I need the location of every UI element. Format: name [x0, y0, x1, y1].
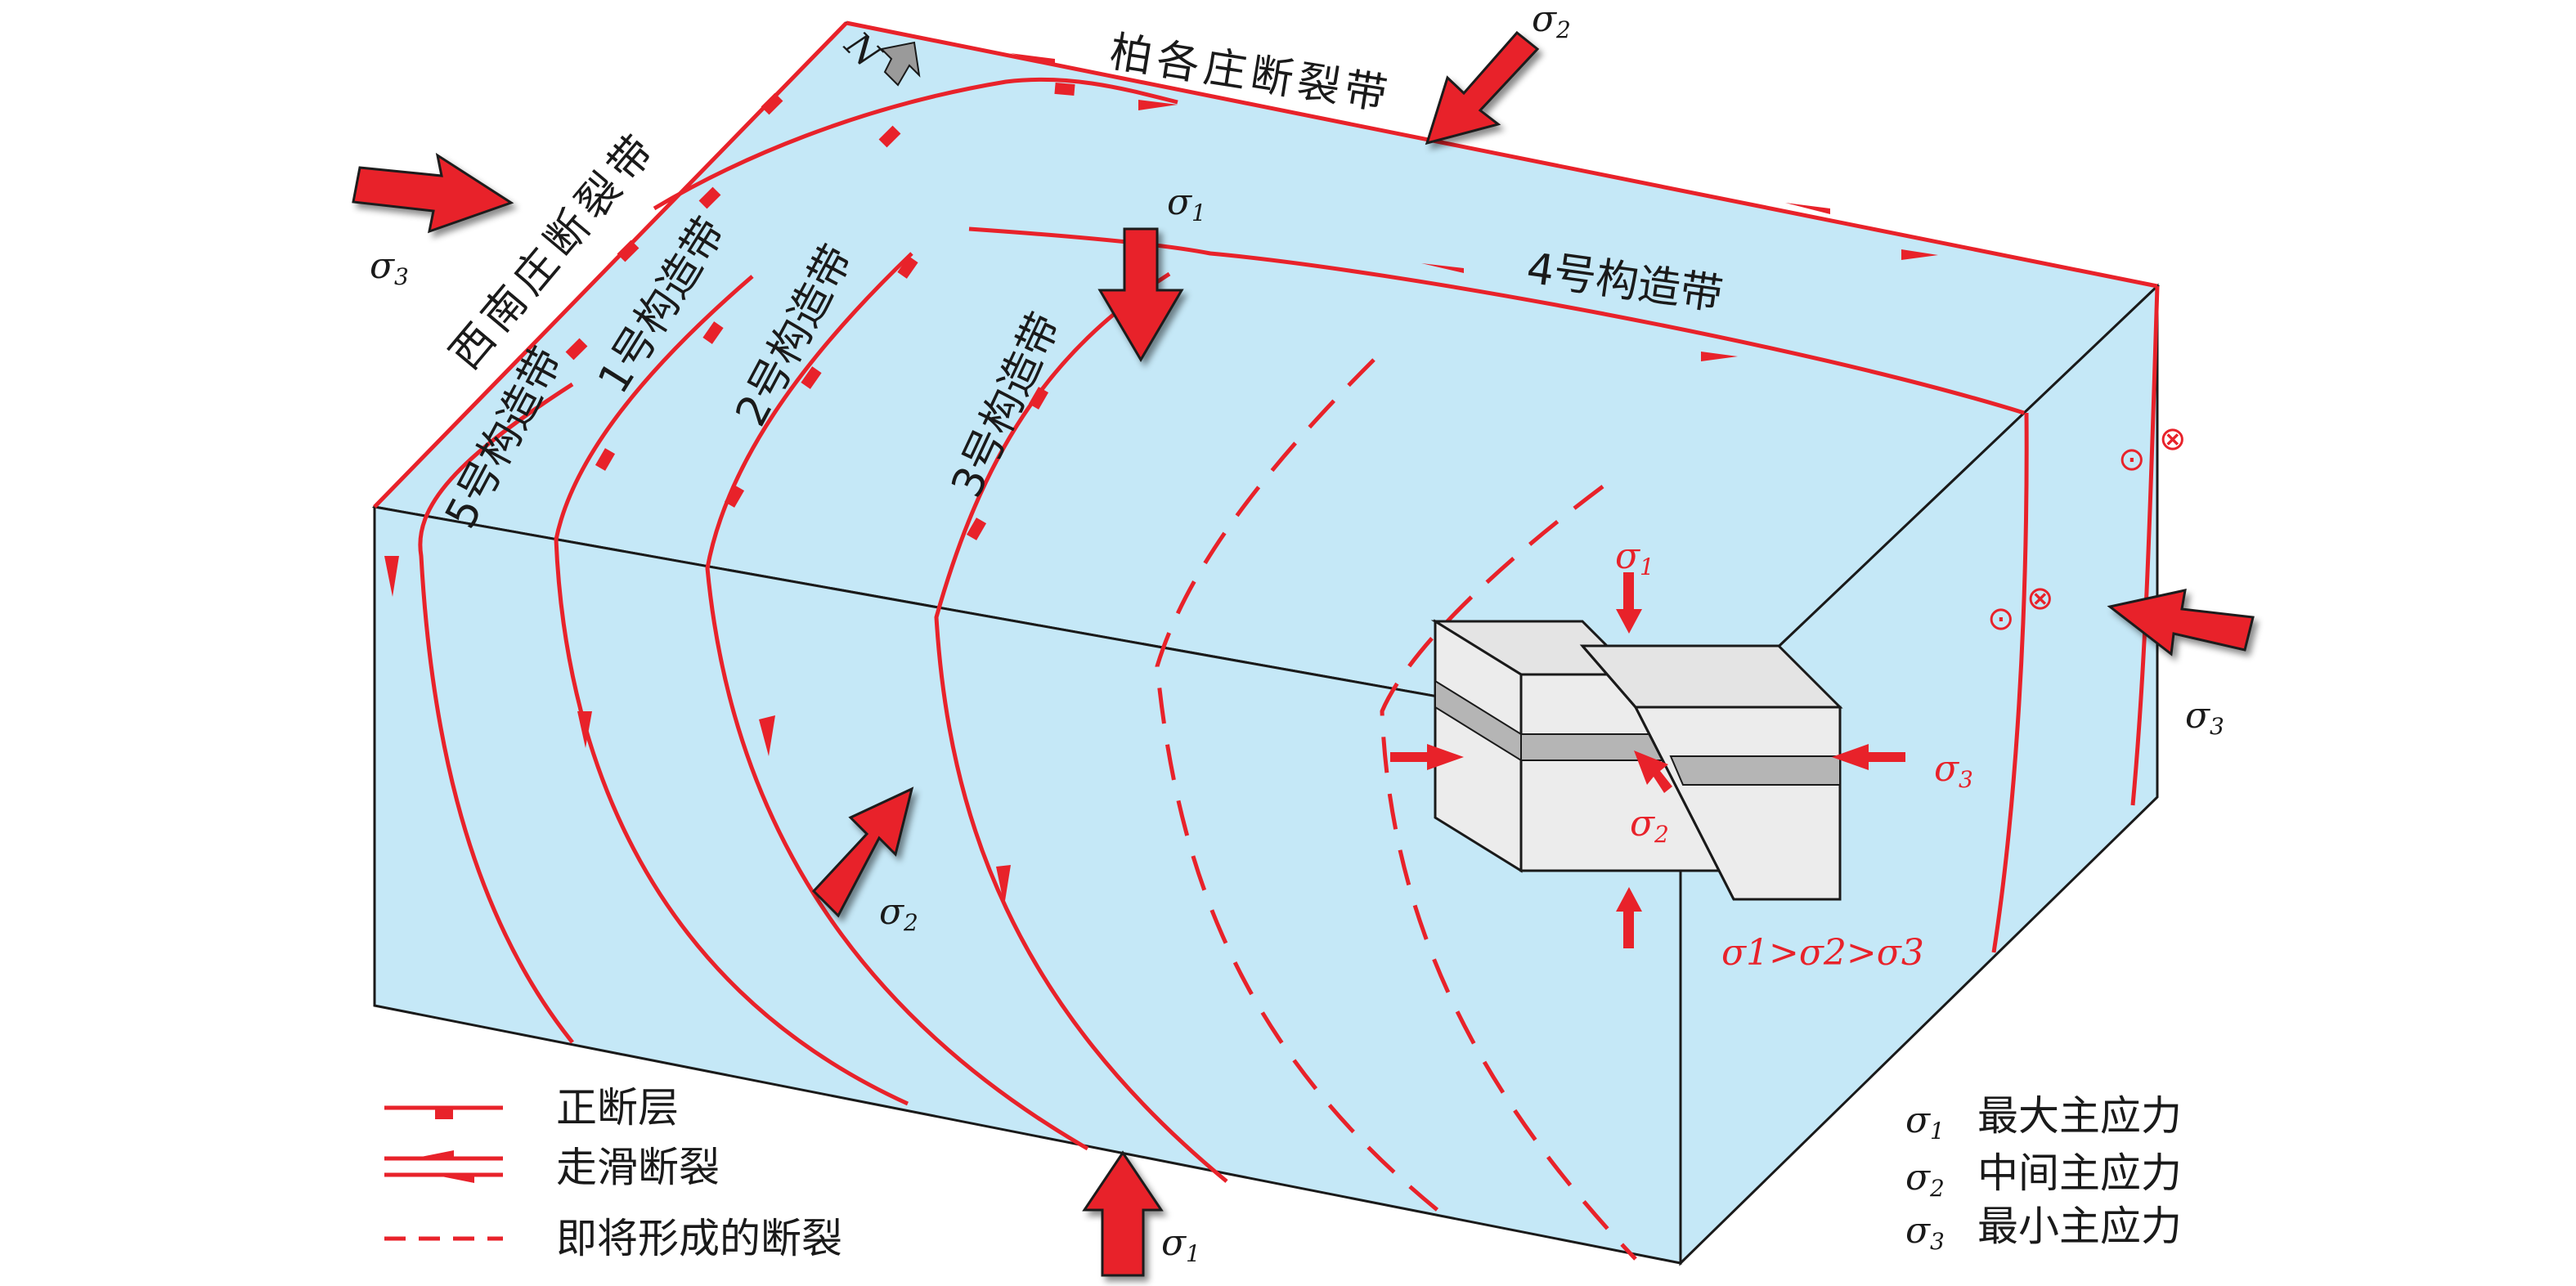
legend-normal-fault: 正断层 [384, 1084, 679, 1131]
inset-sigma2-label: σ2 [1630, 803, 1669, 848]
zone4-fault [968, 226, 2025, 415]
legend-incipient-label: 即将形成的断裂 [556, 1215, 842, 1262]
inset-sigma1-label: σ1 [1615, 535, 1654, 580]
strike-slip-arrows [384, 53, 1938, 906]
out-of-page-icon: ⊙ [2118, 441, 2146, 478]
baigezhuang-fault-trace [846, 20, 2158, 289]
legend-sigma3: σ3 [1905, 1210, 1945, 1255]
zone2-fault [705, 252, 1089, 1151]
sigma3-west-label: σ3 [370, 245, 409, 290]
upper-curve-fault [653, 77, 1178, 211]
legend-sigma2: σ2 [1905, 1157, 1945, 1202]
legend-sigma3-desc: 最小主应力 [1977, 1203, 2182, 1250]
stress-labels: σ3 σ2 σ1 σ2 σ1 σ3 [370, 0, 2224, 1267]
sigma2-north-label: σ2 [1532, 0, 1571, 43]
legend-strike-slip: 走滑断裂 [384, 1144, 720, 1191]
sigma3-east-arrow [2107, 589, 2255, 656]
legend-normal-fault-label: 正断层 [556, 1084, 679, 1131]
sigma2-north-arrow [1425, 30, 1540, 146]
block-right-face [1679, 283, 2159, 1266]
inset-sigma3-label: σ3 [1934, 748, 1973, 793]
into-page-icon: ⊗ [2159, 420, 2187, 458]
incipient-fault-1 [1155, 358, 1449, 1220]
stress-inequality: σ1>σ2>σ3 [1721, 932, 1924, 974]
right-face-fault [1991, 412, 2029, 953]
sigma1-top-arrow [1097, 227, 1184, 362]
legend-incipient: 即将形成的断裂 [384, 1215, 842, 1262]
fault-block-inset: σ1 σ3 σ2 σ1>σ2>σ3 [1390, 535, 1973, 974]
sigma3-west-arrow [352, 152, 514, 234]
sigma2-south-label: σ2 [879, 891, 918, 936]
into-page-icon-2: ⊗ [2026, 580, 2054, 617]
legend-sigma1: σ1 [1905, 1100, 1945, 1145]
sigma2-south-arrow [811, 786, 914, 918]
strike-slip-symbols: ⊙ ⊗ ⊙ ⊗ [1987, 420, 2187, 638]
zone1-fault [554, 275, 909, 1106]
sigma1-top-label: σ1 [1167, 181, 1206, 226]
right-strike-slip-trace [2130, 285, 2160, 806]
out-of-page-icon-2: ⊙ [1987, 600, 2015, 638]
normal-fault-ticks [565, 82, 1075, 540]
zone5-fault [418, 382, 574, 1044]
block-body [371, 21, 2161, 1266]
legend: 正断层 走滑断裂 即将形成的断裂 σ1 最大主应力 σ2 中间主应力 σ3 最小… [384, 1084, 2182, 1262]
legend-strike-slip-label: 走滑断裂 [556, 1144, 720, 1191]
incipient-fault-2 [1380, 485, 1637, 1261]
legend-sigma1-desc: 最大主应力 [1977, 1092, 2182, 1140]
legend-sigma2-desc: 中间主应力 [1977, 1149, 2182, 1197]
sigma1-bottom-label: σ1 [1161, 1222, 1200, 1267]
sigma3-east-label: σ3 [2185, 695, 2224, 740]
sigma1-bottom-arrow [1082, 1150, 1164, 1277]
structural-zone-faults [418, 77, 2029, 1261]
stress-arrows [352, 30, 2255, 1277]
zone3-fault [934, 271, 1228, 1183]
